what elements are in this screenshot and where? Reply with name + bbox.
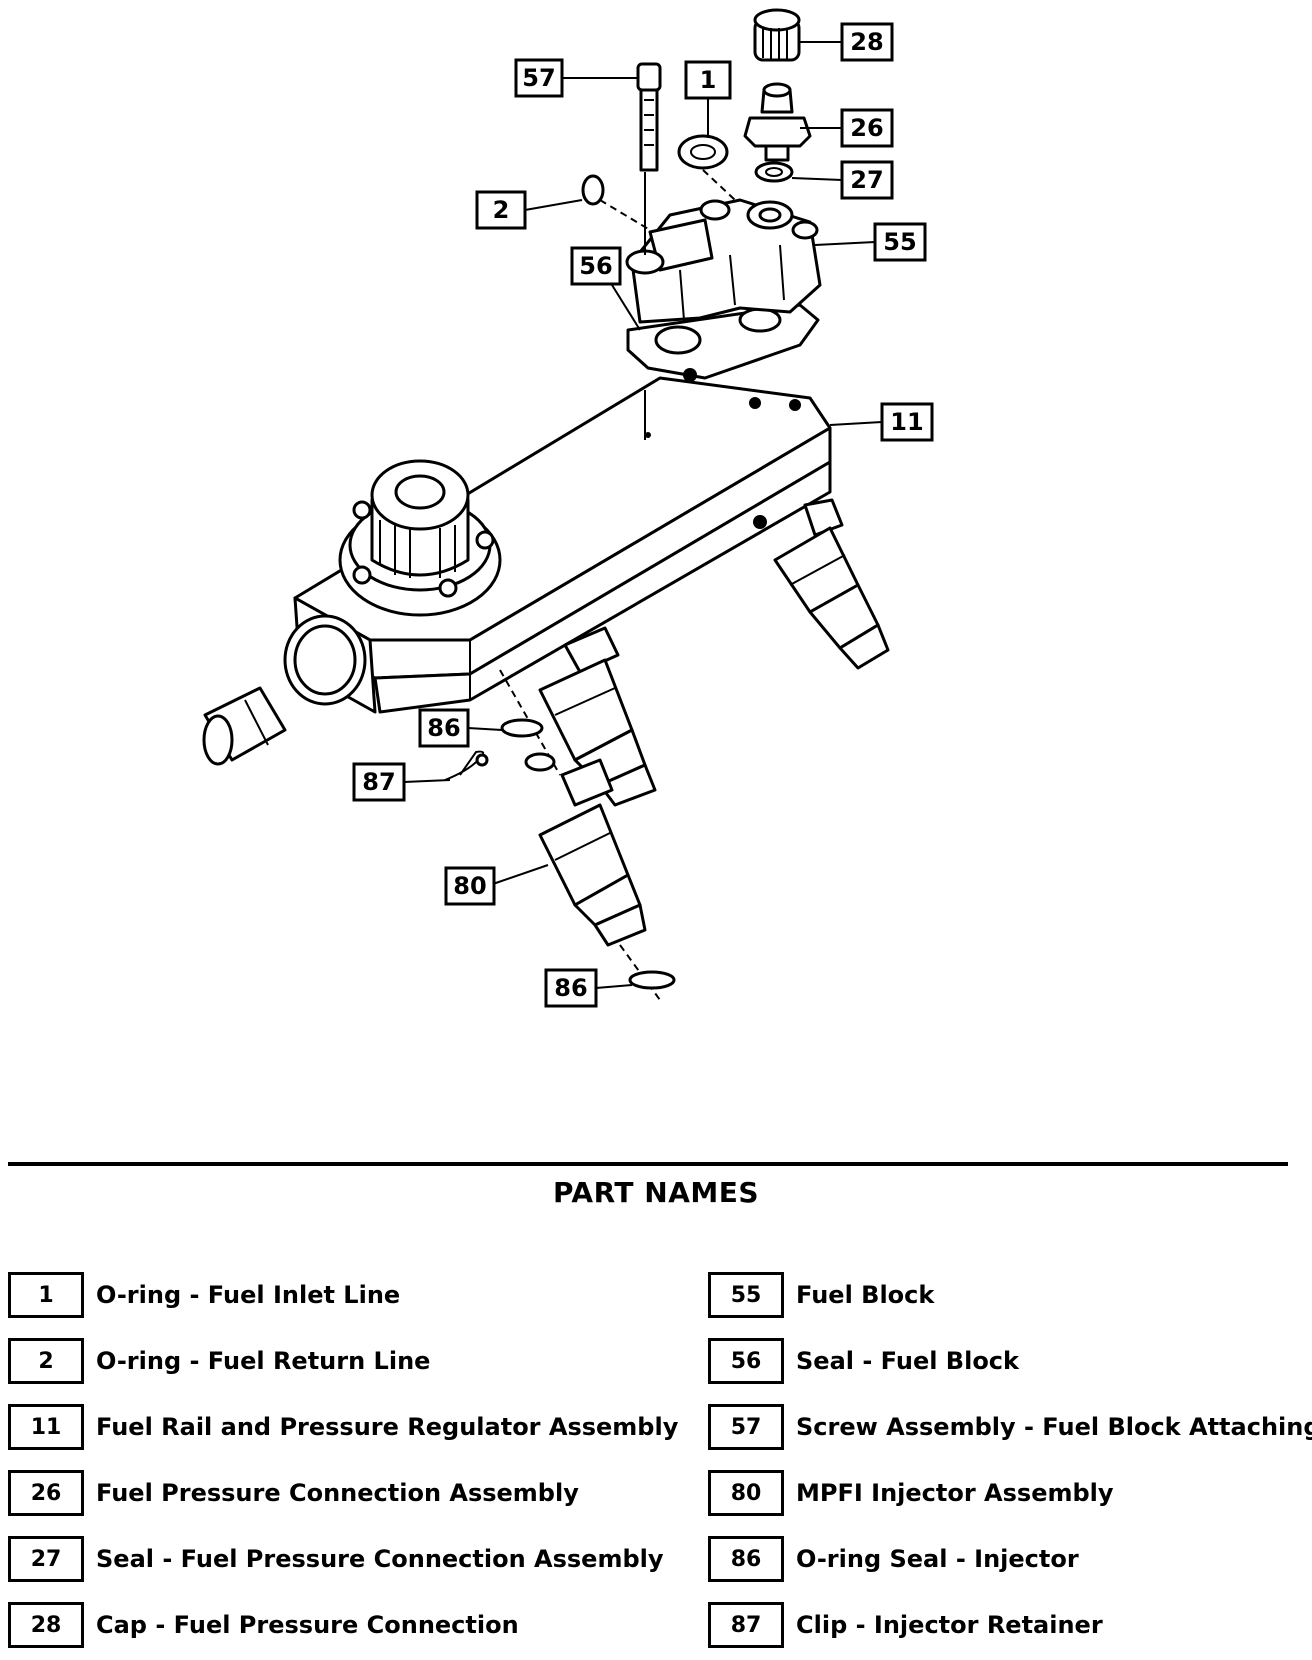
legend-item: 1 O-ring - Fuel Inlet Line — [8, 1262, 678, 1328]
injector-o-ring-lower — [628, 970, 676, 990]
callout-2: 2 — [475, 190, 527, 230]
legend-item-number: 80 — [708, 1470, 784, 1516]
legend-item-number: 11 — [8, 1404, 84, 1450]
legend-item-number: 2 — [8, 1338, 84, 1384]
fuel-block — [625, 198, 822, 382]
exploded-parts-diagram: 57 1 28 26 27 2 55 56 11 86 87 80 — [202, 8, 934, 1008]
legend-item: 80 MPFI Injector Assembly — [708, 1460, 1312, 1526]
callout-55: 55 — [873, 222, 927, 262]
legend-item-name: O-ring Seal - Injector — [796, 1545, 1079, 1573]
callout-57: 57 — [514, 58, 564, 98]
legend-item-name: Seal - Fuel Block — [796, 1347, 1019, 1375]
legend-item: 56 Seal - Fuel Block — [708, 1328, 1312, 1394]
legend-item: 87 Clip - Injector Retainer — [708, 1592, 1312, 1658]
injector-right — [773, 498, 890, 670]
callout-55-label: 55 — [883, 228, 916, 256]
callout-26-label: 26 — [850, 114, 883, 142]
callout-2-label: 2 — [493, 196, 510, 224]
legend-column-right: 55 Fuel Block 56 Seal - Fuel Block 57 Sc… — [708, 1262, 1312, 1658]
legend-item-name: Seal - Fuel Pressure Connection Assembly — [96, 1545, 664, 1573]
o-ring-inlet — [677, 134, 736, 201]
callout-80: 80 — [444, 866, 496, 906]
legend-item-number: 26 — [8, 1470, 84, 1516]
leader-lines — [403, 41, 883, 989]
legend-item-name: Fuel Pressure Connection Assembly — [96, 1479, 579, 1507]
callout-1: 1 — [684, 60, 732, 100]
injector-middle — [538, 626, 657, 807]
callout-28: 28 — [840, 22, 894, 62]
callout-11: 11 — [880, 402, 934, 442]
callout-86-lower: 86 — [544, 968, 598, 1008]
callout-80-label: 80 — [453, 872, 486, 900]
callout-87-label: 87 — [362, 768, 395, 796]
legend-item: 57 Screw Assembly - Fuel Block Attaching — [708, 1394, 1312, 1460]
legend-item: 26 Fuel Pressure Connection Assembly — [8, 1460, 678, 1526]
callout-87: 87 — [352, 762, 406, 802]
screw-assembly — [636, 62, 662, 440]
callout-86-lower-label: 86 — [554, 974, 587, 1002]
o-ring-return — [581, 174, 651, 231]
injector-front — [499, 669, 661, 1001]
legend-item-number: 1 — [8, 1272, 84, 1318]
legend-item-name: Screw Assembly - Fuel Block Attaching — [796, 1413, 1312, 1441]
callout-1-label: 1 — [700, 66, 717, 94]
legend-item-number: 56 — [708, 1338, 784, 1384]
callout-11-label: 11 — [890, 408, 923, 436]
legend-item-name: Fuel Block — [796, 1281, 935, 1309]
callout-26: 26 — [840, 108, 894, 148]
legend-item: 55 Fuel Block — [708, 1262, 1312, 1328]
callout-57-label: 57 — [522, 64, 555, 92]
legend-item-number: 87 — [708, 1602, 784, 1648]
callout-27: 27 — [840, 160, 894, 200]
fuel-rail-assembly — [202, 376, 832, 766]
fuel-pressure-connection — [743, 82, 812, 162]
legend-item-name: Clip - Injector Retainer — [796, 1611, 1103, 1639]
fuel-pressure-cap — [753, 8, 801, 62]
pressure-regulator — [338, 459, 502, 617]
legend-item-number: 86 — [708, 1536, 784, 1582]
callout-86-upper: 86 — [418, 708, 470, 748]
callout-56: 56 — [570, 246, 622, 286]
legend-divider — [8, 1162, 1288, 1166]
callout-86-upper-label: 86 — [427, 714, 460, 742]
legend-item-number: 28 — [8, 1602, 84, 1648]
legend-item-number: 55 — [708, 1272, 784, 1318]
legend-item-name: Cap - Fuel Pressure Connection — [96, 1611, 519, 1639]
legend-item: 2 O-ring - Fuel Return Line — [8, 1328, 678, 1394]
legend-item-name: Fuel Rail and Pressure Regulator Assembl… — [96, 1413, 679, 1441]
legend-item: 28 Cap - Fuel Pressure Connection — [8, 1592, 678, 1658]
legend-item: 11 Fuel Rail and Pressure Regulator Asse… — [8, 1394, 678, 1460]
injector-o-ring-upper — [500, 718, 556, 772]
legend-item: 86 O-ring Seal - Injector — [708, 1526, 1312, 1592]
legend-item-number: 27 — [8, 1536, 84, 1582]
legend-item-name: MPFI Injector Assembly — [796, 1479, 1114, 1507]
legend-item-number: 57 — [708, 1404, 784, 1450]
legend-title: PART NAMES — [552, 1176, 760, 1209]
callout-28-label: 28 — [850, 28, 883, 56]
legend-item-name: O-ring - Fuel Return Line — [96, 1347, 431, 1375]
legend-item: 27 Seal - Fuel Pressure Connection Assem… — [8, 1526, 678, 1592]
connection-seal — [754, 161, 794, 183]
callout-56-label: 56 — [579, 252, 612, 280]
legend-column-left: 1 O-ring - Fuel Inlet Line 2 O-ring - Fu… — [8, 1262, 678, 1658]
callout-27-label: 27 — [850, 166, 883, 194]
legend-item-name: O-ring - Fuel Inlet Line — [96, 1281, 401, 1309]
injector-retainer-clip — [444, 750, 489, 781]
